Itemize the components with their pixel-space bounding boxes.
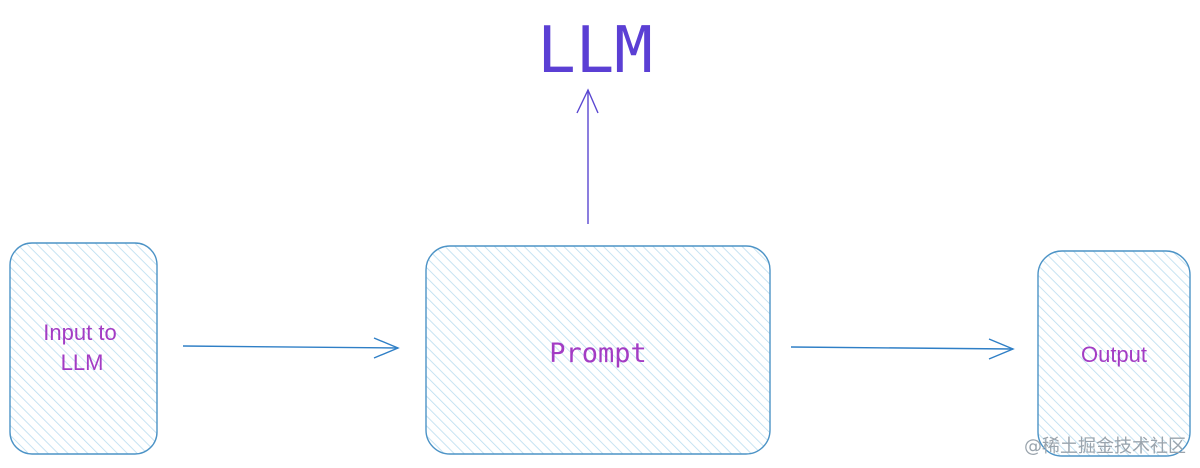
- input-label-line1: Input to: [43, 320, 116, 345]
- output-node: Output: [1037, 250, 1191, 457]
- prompt-box: [425, 245, 771, 455]
- diagram-title: LLM: [537, 14, 653, 88]
- input-box: [9, 242, 158, 455]
- arrow-input-to-prompt: [182, 337, 400, 359]
- arrow-prompt-to-llm: [576, 88, 599, 224]
- prompt-label: Prompt: [549, 338, 647, 369]
- watermark: @稀土掘金技术社区: [1024, 436, 1186, 457]
- input-label-line2: LLM: [61, 350, 104, 375]
- arrow-prompt-to-output: [790, 338, 1015, 360]
- output-label: Output: [1081, 342, 1147, 367]
- prompt-node: Prompt: [425, 245, 771, 455]
- input-node: Input to LLM: [9, 242, 158, 455]
- output-box: [1037, 250, 1191, 457]
